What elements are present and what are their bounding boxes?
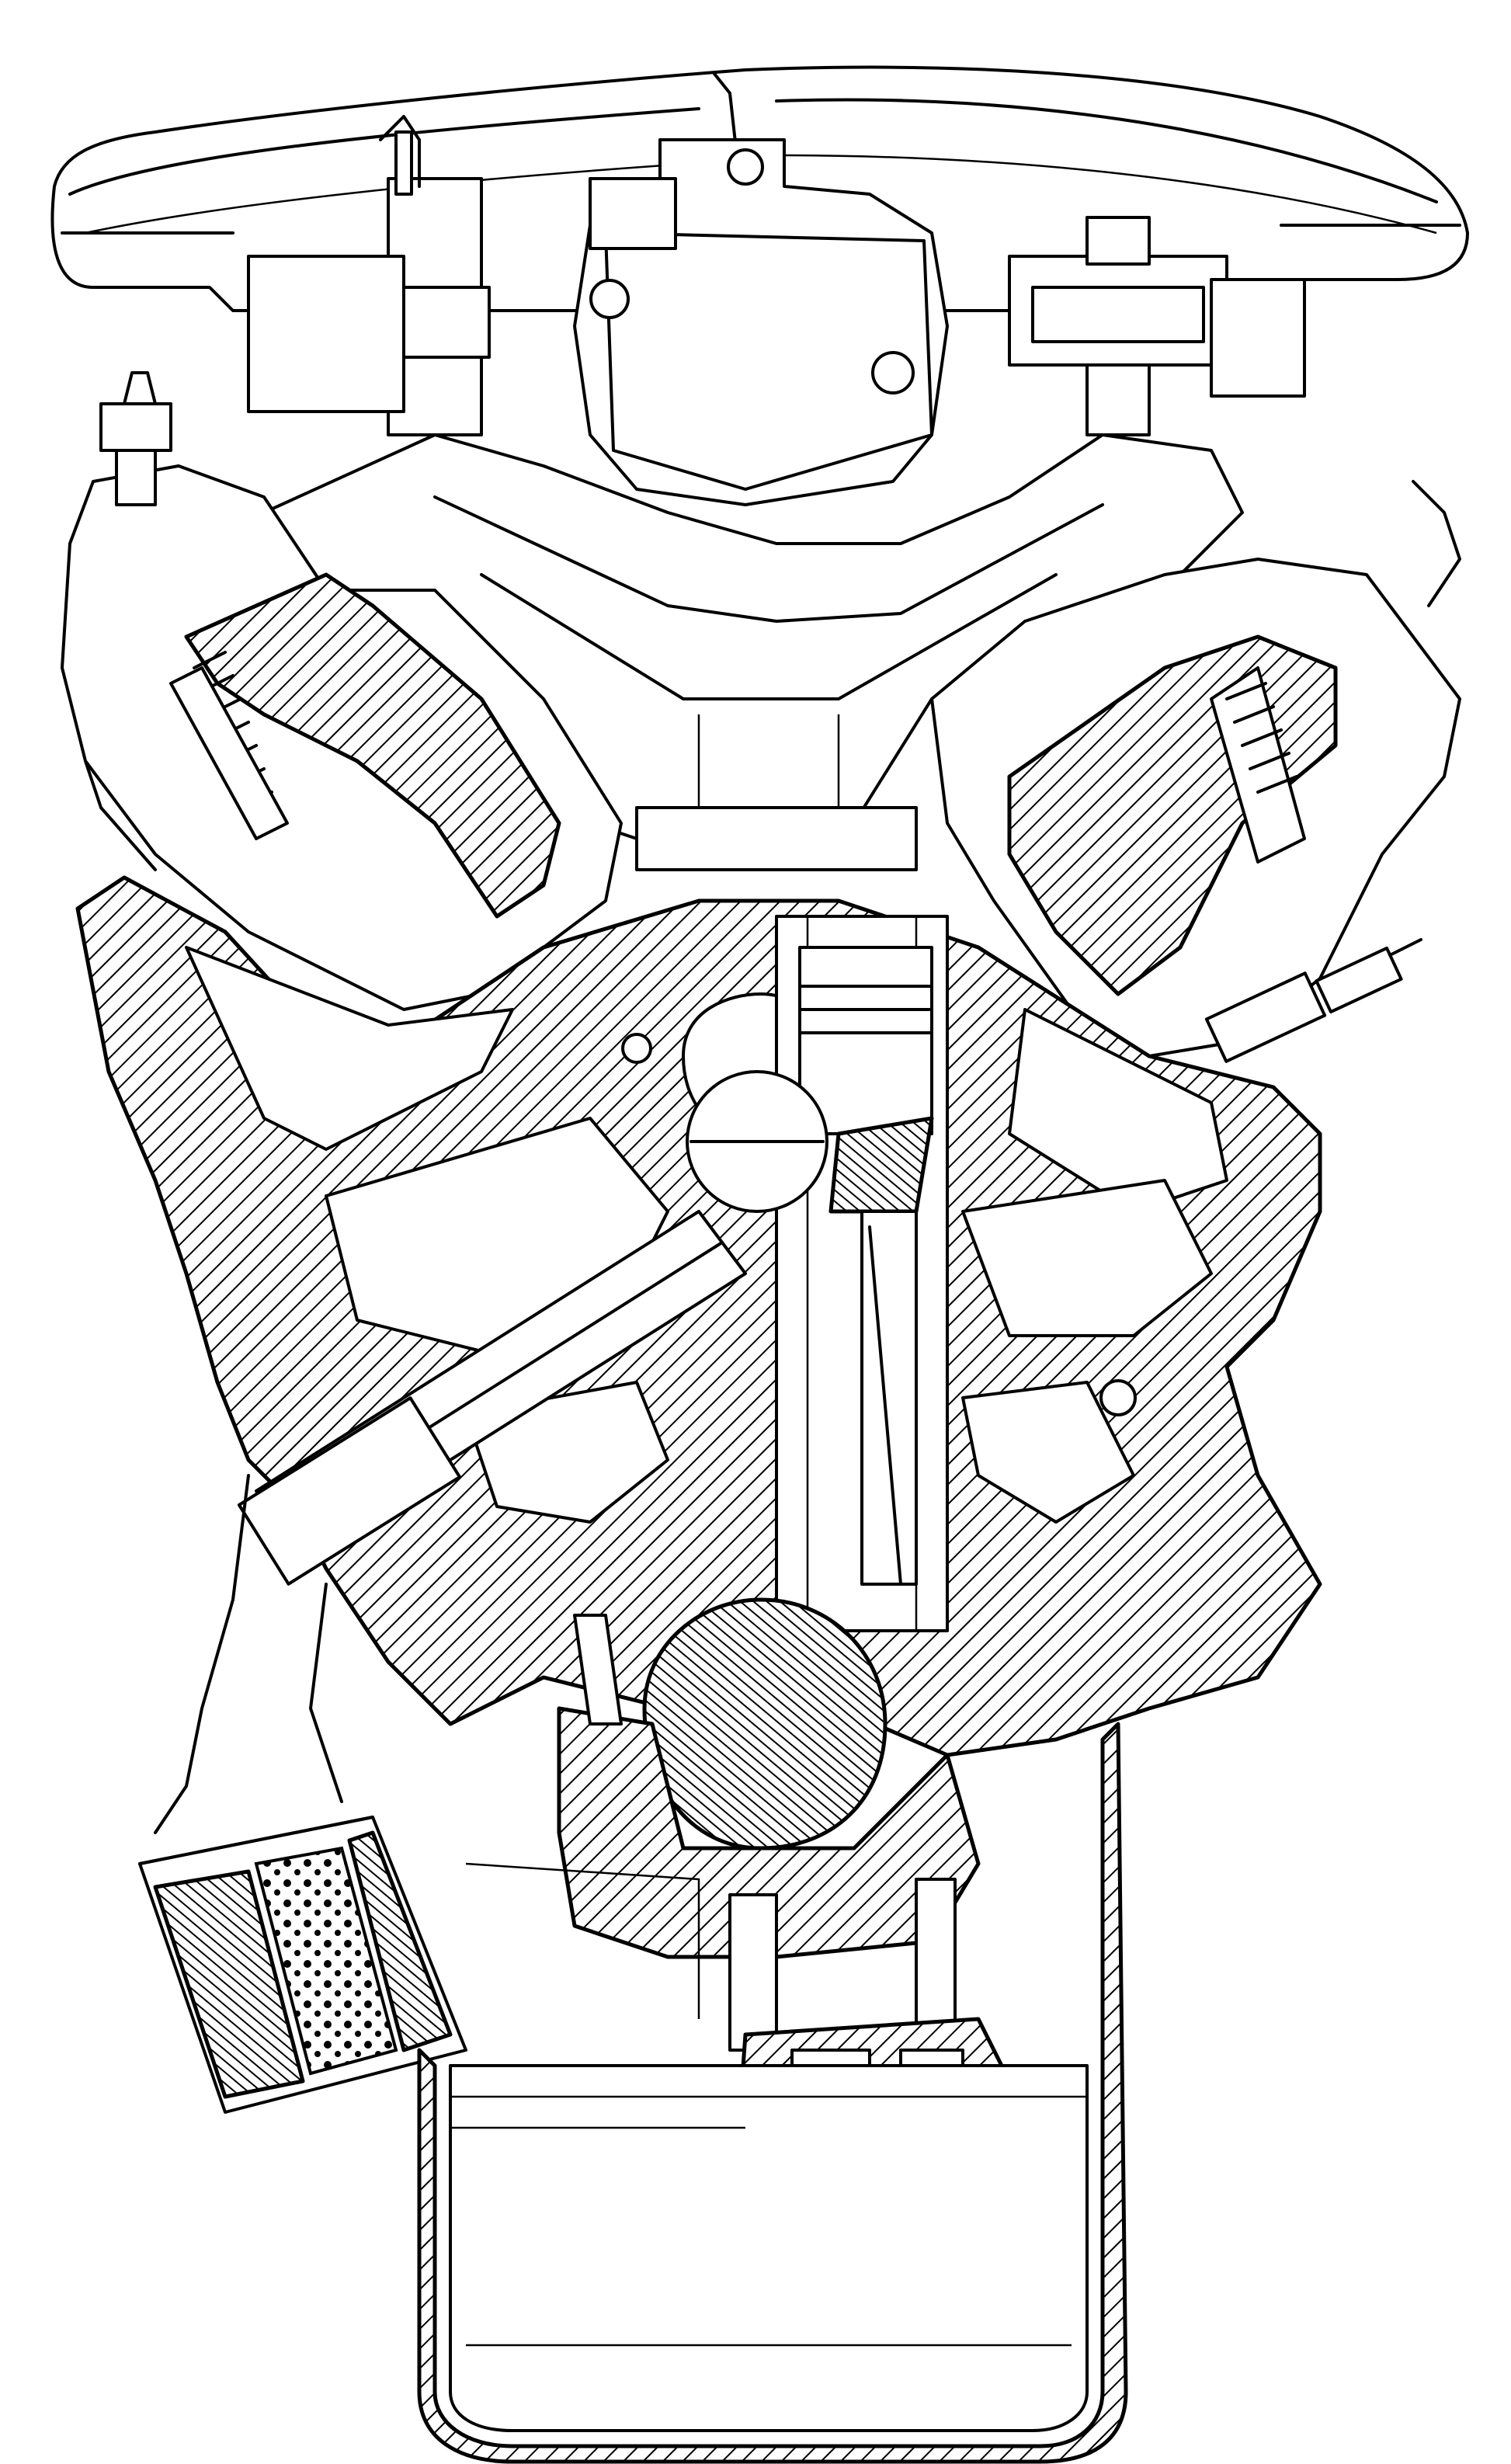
oil-pan — [417, 1722, 1128, 2464]
valve-spring-left — [169, 651, 289, 840]
engine-block — [75, 875, 1322, 1757]
cylinder-bore-left — [237, 1210, 747, 1586]
oil-filter — [138, 1816, 467, 2114]
ignition-coil-left — [247, 115, 491, 436]
camshaft — [686, 1070, 828, 1213]
block-outline-left — [154, 1474, 700, 2019]
piston — [798, 946, 934, 1586]
crankshaft-counterweight — [642, 1597, 887, 1851]
valve-spring-right — [1210, 666, 1306, 864]
cylinder-head-left — [61, 464, 623, 1011]
spark-plug-left — [99, 371, 172, 506]
spark-plug-right — [1204, 938, 1422, 1063]
throttle-body — [573, 138, 949, 506]
ignition-coil-right — [1008, 216, 1306, 436]
cylinder-head-right — [930, 480, 1461, 1058]
